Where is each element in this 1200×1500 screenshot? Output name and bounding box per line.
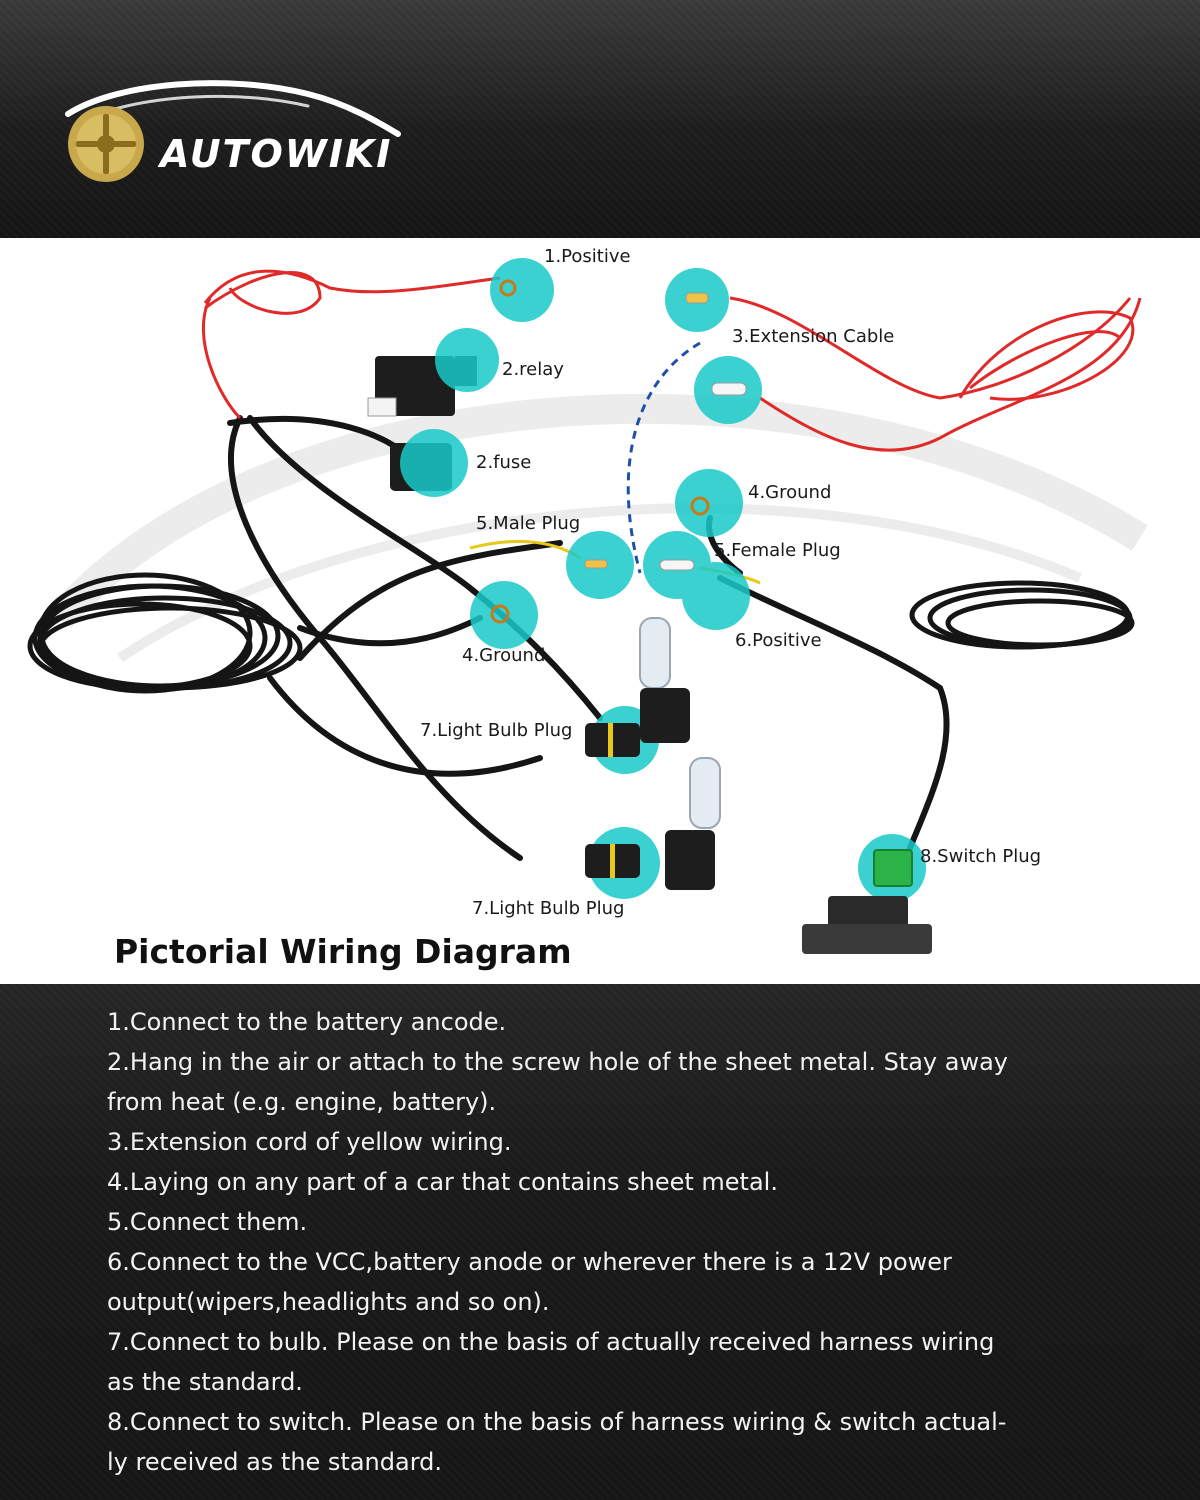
label-extension-cable: 3.Extension Cable — [732, 326, 895, 347]
bullet-connectors — [584, 292, 747, 571]
instructions-panel: 1.Connect to the battery ancode. 2.Hang … — [0, 984, 1200, 1500]
instruction-line: 2.Hang in the air or attach to the screw… — [107, 1048, 1009, 1076]
rocker-switch-icon — [802, 896, 932, 954]
coiled-harness — [27, 572, 303, 694]
wheel-logo-icon — [65, 80, 401, 182]
label-positive-6: 6.Positive — [735, 630, 822, 651]
black-wires — [227, 415, 950, 861]
red-wires — [201, 269, 1142, 452]
brand-name: AUTOWIKI — [160, 132, 393, 176]
label-switch-plug: 8.Switch Plug — [920, 846, 1042, 867]
light-bulb-icon — [585, 617, 690, 757]
header-banner: AUTOWIKI — [0, 0, 1200, 238]
label-light-bulb-plug-lower: 7.Light Bulb Plug — [472, 898, 625, 919]
instruction-line: 6.Connect to the VCC,battery anode or wh… — [107, 1248, 952, 1276]
instruction-line: 8.Connect to switch. Please on the basis… — [107, 1408, 1007, 1436]
wiring-harness-illustration — [27, 258, 1148, 954]
instruction-line: output(wipers,headlights and so on). — [107, 1288, 550, 1316]
label-positive-1: 1.Positive — [544, 246, 631, 267]
terminals — [490, 279, 710, 624]
instruction-line: 3.Extension cord of yellow wiring. — [107, 1128, 512, 1156]
brand-logo: AUTOWIKI — [58, 74, 418, 194]
diagram-title: Pictorial Wiring Diagram — [114, 932, 572, 971]
label-ground-right: 4.Ground — [748, 482, 832, 503]
label-female-plug: 5.Female Plug — [714, 540, 841, 561]
label-fuse: 2.fuse — [476, 452, 532, 473]
label-male-plug: 5.Male Plug — [476, 513, 581, 534]
instructions-list: 1.Connect to the battery ancode. 2.Hang … — [107, 1002, 1117, 1482]
instruction-line: 7.Connect to bulb. Please on the basis o… — [107, 1328, 995, 1356]
instruction-line: 5.Connect them. — [107, 1208, 308, 1236]
instruction-line: 1.Connect to the battery ancode. — [107, 1008, 507, 1036]
coiled-switch-cable — [909, 580, 1135, 650]
label-relay: 2.relay — [502, 359, 564, 380]
wiring-diagram: 1.Positive 2.relay 2.fuse 3.Extension Ca… — [0, 238, 1200, 984]
instruction-line: 4.Laying on any part of a car that conta… — [107, 1168, 778, 1196]
label-light-bulb-plug-upper: 7.Light Bulb Plug — [420, 720, 573, 741]
instruction-line: ly received as the standard. — [107, 1448, 443, 1476]
instruction-line: as the standard. — [107, 1368, 303, 1396]
light-bulb-icon — [585, 757, 721, 890]
switch-plug-icon — [873, 849, 913, 887]
label-ground-left: 4.Ground — [462, 645, 546, 666]
dashed-connection-line — [626, 341, 701, 574]
instruction-line: from heat (e.g. engine, battery). — [107, 1088, 497, 1116]
